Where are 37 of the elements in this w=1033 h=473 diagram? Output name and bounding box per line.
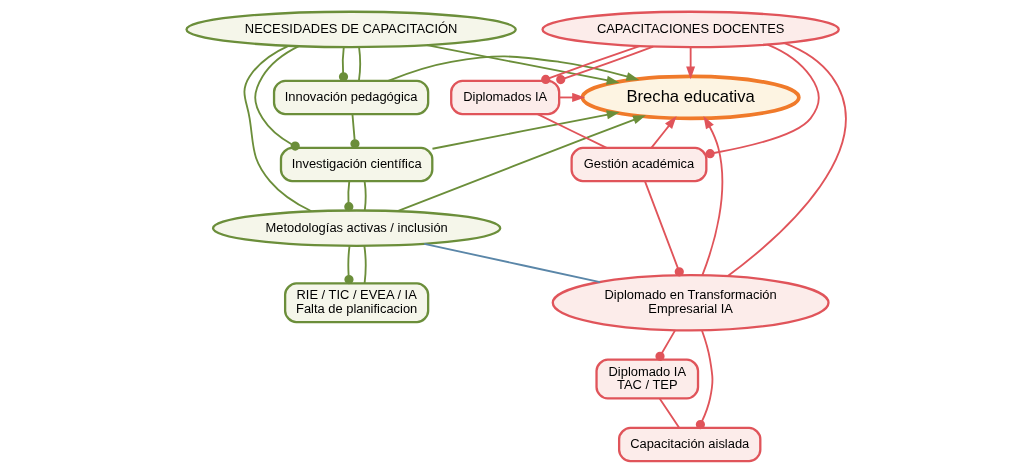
connector — [705, 43, 820, 159]
connector — [344, 180, 354, 212]
arrow — [387, 55, 640, 82]
connector — [358, 46, 362, 82]
connector — [695, 329, 714, 430]
arrow — [686, 46, 696, 80]
node-box: Diplomados IA — [450, 79, 561, 116]
node-box: Investigación científica — [279, 146, 434, 183]
connector — [344, 245, 354, 285]
connector — [541, 45, 641, 85]
connector — [536, 113, 608, 149]
arrow — [701, 115, 724, 277]
connector — [658, 397, 681, 429]
connector — [655, 329, 677, 361]
arrow — [425, 44, 620, 85]
node-ellipse: Diplomado en Transformación Empresarial IA — [551, 274, 830, 332]
connector — [423, 242, 601, 284]
connector — [338, 46, 349, 82]
node-box: Innovación pedagógica — [272, 79, 430, 116]
node-box: Gestión académica — [570, 146, 708, 183]
node-box: RIE / TIC / EVEA / IA Falta de planificacion — [283, 282, 430, 324]
connector — [726, 42, 847, 278]
arrow — [396, 115, 646, 213]
connector — [556, 45, 655, 85]
node-box: Diplomado IA TAC / TEP — [595, 358, 700, 400]
arrow — [431, 110, 620, 150]
node-ellipse: NECESIDADES DE CAPACITACIÓN — [185, 10, 517, 49]
node-ellipse: CAPACITACIONES DOCENTES — [541, 10, 840, 49]
connector — [363, 180, 367, 212]
connector — [243, 44, 313, 213]
connector — [350, 113, 360, 149]
connector — [363, 245, 367, 285]
arrow — [650, 116, 677, 149]
node-box: Capacitación aislada — [618, 426, 762, 463]
connector — [644, 180, 684, 277]
connector — [254, 45, 300, 151]
node-ellipse: Metodologías activas / inclusión — [211, 209, 502, 248]
